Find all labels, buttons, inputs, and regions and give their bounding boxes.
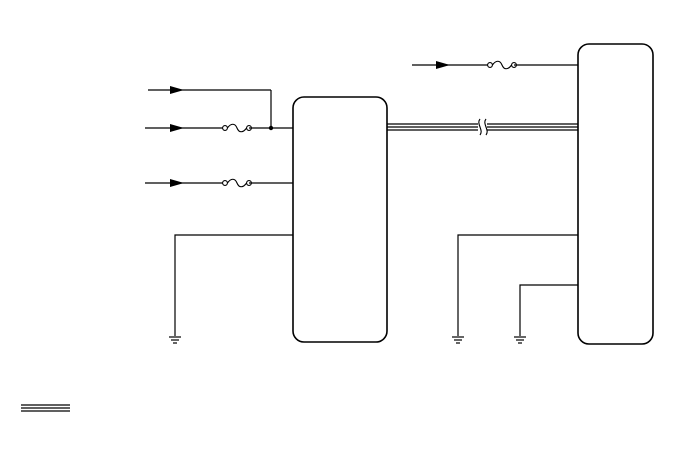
junction-dot — [268, 125, 274, 131]
ground-icon — [513, 336, 527, 344]
break-mark-icon — [484, 118, 488, 136]
ground-wire-2 — [451, 234, 578, 344]
ground-wire-3 — [513, 284, 578, 344]
fuse-icon — [222, 178, 252, 188]
ground-wire-1 — [168, 234, 293, 344]
input-wire-1 — [148, 86, 272, 128]
fuse-icon — [487, 60, 517, 70]
module-right — [577, 43, 654, 345]
module-left — [292, 96, 388, 343]
fuse-icon — [222, 123, 252, 133]
ground-icon — [168, 336, 182, 344]
input-wire-3 — [145, 178, 293, 188]
input-wire-2 — [145, 123, 293, 133]
comm-bus — [387, 118, 578, 136]
break-mark-icon — [478, 118, 482, 136]
input-wire-4 — [412, 60, 578, 70]
ground-icon — [451, 336, 465, 344]
legend-multi-wire-icon — [21, 404, 70, 412]
